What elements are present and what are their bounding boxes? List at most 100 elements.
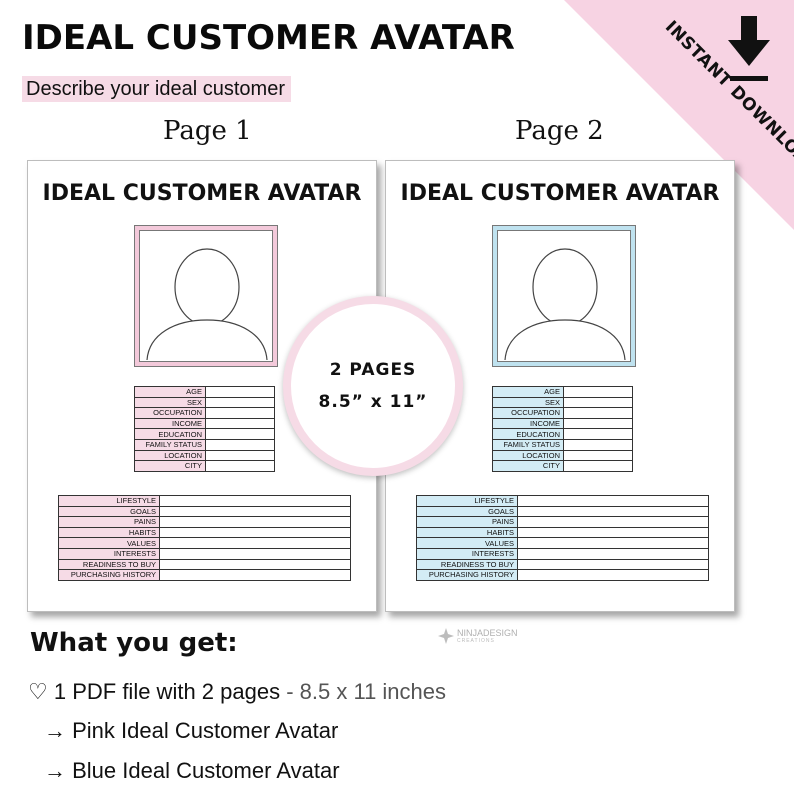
form-row: PAINS [416, 516, 709, 528]
field-label: CITY [492, 460, 564, 472]
field-value [517, 505, 709, 518]
form-row: PURCHASING HISTORY [416, 569, 709, 581]
person-silhouette-icon [146, 248, 268, 361]
watermark-sub: CREATIONS [457, 638, 495, 644]
field-label: PURCHASING HISTORY [58, 569, 160, 581]
person-silhouette-icon [504, 248, 626, 361]
field-label: GOALS [58, 505, 160, 518]
field-value [563, 396, 633, 409]
field-value [205, 460, 275, 472]
field-value [517, 558, 709, 571]
field-value [563, 407, 633, 419]
form-row: OCCUPATION [492, 407, 633, 419]
field-label: VALUES [58, 537, 160, 549]
form-row: INTERESTS [416, 547, 709, 560]
field-label: INCOME [492, 417, 564, 430]
field-value [159, 516, 351, 528]
field-value [563, 449, 633, 462]
field-label: PAINS [416, 516, 518, 528]
form-row: GOALS [58, 505, 351, 518]
form-row: SEX [492, 396, 633, 409]
form-row: HABITS [58, 526, 351, 539]
field-value [159, 547, 351, 560]
field-value [517, 495, 709, 507]
separator: - [280, 679, 300, 704]
field-value [563, 428, 633, 440]
field-value [159, 537, 351, 549]
photo-placeholder [492, 225, 636, 367]
field-value [517, 569, 709, 581]
field-value [563, 386, 633, 398]
photo-placeholder [134, 225, 278, 367]
form-row: CITY [134, 460, 275, 472]
form-row: FAMILY STATUS [492, 438, 633, 451]
field-label: OCCUPATION [492, 407, 564, 419]
watermark-brand: NINJADESIGN [457, 628, 518, 638]
what-you-get-heading: What you get: [30, 628, 238, 658]
field-label: LIFESTYLE [58, 495, 160, 507]
form-row: FAMILY STATUS [134, 438, 275, 451]
form-row: HABITS [416, 526, 709, 539]
form-row: CITY [492, 460, 633, 472]
form-row: INTERESTS [58, 547, 351, 560]
field-label: SEX [134, 396, 206, 409]
ninja-star-icon [438, 628, 454, 644]
pdf-file-item: ♡ 1 PDF file with 2 pages - 8.5 x 11 inc… [28, 679, 446, 705]
field-label: AGE [492, 386, 564, 398]
field-value [205, 396, 275, 409]
field-label: OCCUPATION [134, 407, 206, 419]
form-row: GOALS [416, 505, 709, 518]
badge-size: 8.5” x 11” [318, 392, 428, 412]
field-label: READINESS TO BUY [58, 558, 160, 571]
field-label: CITY [134, 460, 206, 472]
badge-pages: 2 PAGES [329, 360, 417, 380]
field-value [205, 407, 275, 419]
main-title: IDEAL CUSTOMER AVATAR [22, 18, 515, 58]
field-value [159, 505, 351, 518]
field-value [159, 558, 351, 571]
pages-size-badge: 2 PAGES 8.5” x 11” [283, 296, 463, 476]
pdf-file-text: 1 PDF file with 2 pages [53, 679, 281, 704]
form-row: AGE [492, 386, 633, 398]
field-label: INTERESTS [58, 547, 160, 560]
field-value [517, 526, 709, 539]
field-label: EDUCATION [134, 428, 206, 440]
form-row: EDUCATION [492, 428, 633, 440]
field-label: FAMILY STATUS [134, 438, 206, 451]
form-row: LOCATION [492, 449, 633, 462]
field-label: AGE [134, 386, 206, 398]
download-arrow-icon [728, 16, 770, 81]
pink-avatar-item: → Pink Ideal Customer Avatar [44, 718, 339, 743]
field-value [205, 428, 275, 440]
field-label: INTERESTS [416, 547, 518, 560]
form-row: READINESS TO BUY [416, 558, 709, 571]
field-label: SEX [492, 396, 564, 409]
field-label: READINESS TO BUY [416, 558, 518, 571]
field-label: EDUCATION [492, 428, 564, 440]
field-value [517, 516, 709, 528]
page-1-label: Page 1 [163, 116, 252, 146]
form-row: LOCATION [134, 449, 275, 462]
form-row: LIFESTYLE [416, 495, 709, 507]
field-value [159, 569, 351, 581]
form-row: VALUES [58, 537, 351, 549]
field-label: PURCHASING HISTORY [416, 569, 518, 581]
form-row: SEX [134, 396, 275, 409]
field-value [205, 417, 275, 430]
form-row: INCOME [492, 417, 633, 430]
field-label: HABITS [58, 526, 160, 539]
field-label: INCOME [134, 417, 206, 430]
field-value [517, 547, 709, 560]
form-row: LIFESTYLE [58, 495, 351, 507]
field-value [159, 526, 351, 539]
form-row: VALUES [416, 537, 709, 549]
form-row: PURCHASING HISTORY [58, 569, 351, 581]
page-size-text: 8.5 x 11 inches [299, 679, 447, 704]
field-label: LIFESTYLE [416, 495, 518, 507]
field-label: PAINS [58, 516, 160, 528]
